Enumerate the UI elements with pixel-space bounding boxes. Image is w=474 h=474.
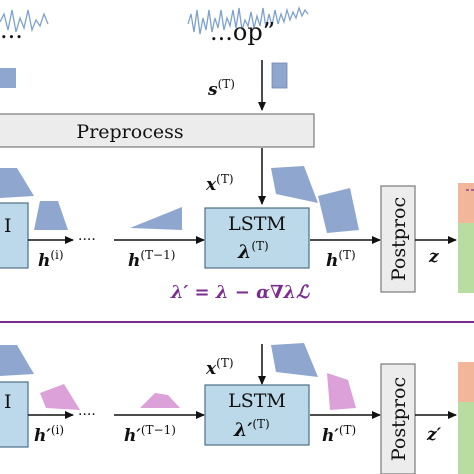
audio-wave-right bbox=[187, 5, 309, 35]
output-block-green-bottom bbox=[458, 402, 474, 474]
h-out-label-top: h(T) bbox=[326, 248, 356, 271]
lstm-label-bottom: LSTM bbox=[228, 390, 286, 412]
feature-shape-pink bbox=[327, 373, 356, 410]
feature-shape-pink bbox=[140, 393, 180, 408]
audio-wave-left bbox=[0, 9, 49, 33]
z-label-bottom: z′ bbox=[426, 425, 442, 445]
lstm-box-left-top bbox=[0, 202, 29, 269]
update-equation: λ′ = λ − α∇λℒ bbox=[170, 282, 310, 303]
feature-shape bbox=[271, 343, 318, 377]
lambda-label-bottom: λ′(T) bbox=[233, 417, 270, 441]
output-block-orange-bottom bbox=[458, 362, 474, 402]
h-prev-label-bottom: h′(T−1) bbox=[124, 423, 176, 446]
h-i-label-top: h(i) bbox=[38, 248, 64, 271]
h-i-label-bottom: h′(i) bbox=[34, 423, 64, 446]
lstm-box-bottom bbox=[204, 384, 310, 446]
x-label-bottom: x(T) bbox=[205, 356, 234, 379]
feature-shape bbox=[34, 201, 68, 230]
postproc-box-top bbox=[380, 185, 416, 293]
preprocess-box bbox=[0, 113, 315, 148]
lstm-box-left-bottom bbox=[0, 381, 29, 448]
lstm-box-top bbox=[204, 207, 310, 269]
dots-top: ···· bbox=[78, 232, 96, 248]
feature-shape bbox=[130, 207, 182, 230]
s-label: s(T) bbox=[207, 77, 235, 100]
feature-shape bbox=[318, 188, 359, 233]
preprocess-label: Preprocess bbox=[76, 121, 183, 143]
lstm-label-top: LSTM bbox=[228, 213, 286, 235]
quote-left-text: ... bbox=[0, 16, 23, 44]
feature-shape bbox=[0, 168, 34, 198]
postproc-label-bottom: Postproc bbox=[388, 377, 410, 461]
feature-shape-pink bbox=[40, 384, 80, 410]
output-block-green-top bbox=[458, 223, 474, 293]
left-box-letter-top: I bbox=[4, 215, 12, 237]
z-label-top: z bbox=[428, 247, 439, 267]
postproc-box-bottom bbox=[380, 363, 416, 474]
feature-shape bbox=[271, 166, 318, 203]
spectrogram-patch-left bbox=[0, 68, 16, 88]
dots-bottom: ···· bbox=[78, 407, 96, 423]
quote-main-text: ...op” bbox=[210, 18, 275, 46]
h-prev-label-top: h(T−1) bbox=[128, 248, 175, 271]
h-out-label-bottom: h′(T) bbox=[322, 423, 356, 446]
feature-shape bbox=[0, 345, 34, 376]
x-label-top: x(T) bbox=[205, 172, 234, 195]
spectrogram-patch-current bbox=[271, 62, 288, 89]
output-block-orange-top bbox=[458, 183, 474, 223]
left-box-letter-bottom: I bbox=[4, 391, 12, 413]
postproc-label-top: Postproc bbox=[388, 197, 410, 281]
lambda-label-top: λ(T) bbox=[237, 239, 269, 263]
